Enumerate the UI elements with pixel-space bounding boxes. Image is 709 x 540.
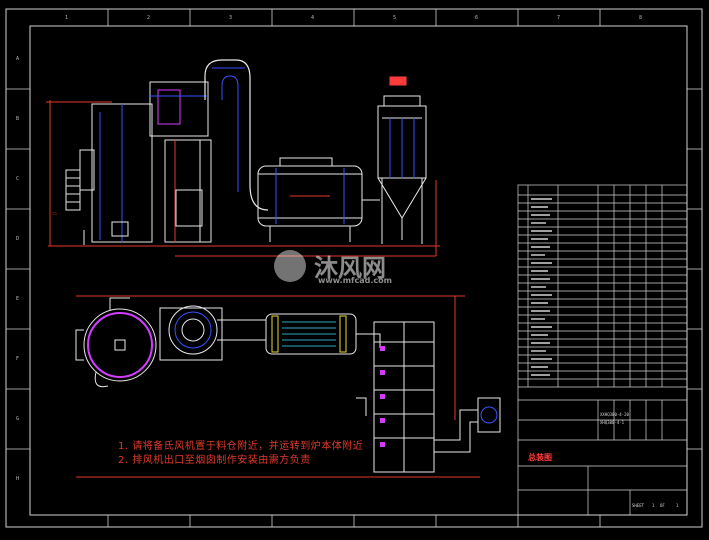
title-code-1: XXHQ300-4-20 <box>600 412 629 417</box>
watermark: 沐风网 www.mfcad.com <box>274 248 434 288</box>
watermark-logo-icon <box>274 250 306 282</box>
zone-row-c: C <box>16 176 20 182</box>
sheet-total: 1 <box>676 503 679 508</box>
zone-row-e: E <box>16 296 20 302</box>
watermark-brand: 沐风网 <box>314 254 386 282</box>
zone-col-6: 6 <box>475 15 479 21</box>
zone-row-g: G <box>16 416 20 422</box>
zone-row-b: B <box>16 116 20 122</box>
sheet-label: SHEET <box>632 503 645 508</box>
zone-col-2: 2 <box>147 15 151 21</box>
zone-ticks <box>6 9 702 527</box>
elevation-view: ▭ <box>46 59 440 257</box>
sheet-of: OF <box>660 503 665 508</box>
exhaust-fan <box>477 397 501 433</box>
bom-rows <box>518 194 687 388</box>
svg-text:▭: ▭ <box>52 211 57 217</box>
note-2: 2. 排风机出口至烟囱制作安装由需方负责 <box>118 455 311 466</box>
plan-view <box>75 295 501 478</box>
zone-col-4: 4 <box>311 15 315 21</box>
sheet-num: 1 <box>652 503 655 508</box>
riser-duct <box>204 59 269 211</box>
watermark-url: www.mfcad.com <box>318 276 392 285</box>
hood <box>149 81 209 137</box>
furnace-plan <box>83 308 157 382</box>
zone-col-1: 1 <box>65 15 69 21</box>
title-block <box>517 184 688 516</box>
zone-row-d: D <box>16 236 20 242</box>
zone-col-7: 7 <box>557 15 561 21</box>
zone-row-a: A <box>16 56 20 62</box>
zone-col-5: 5 <box>393 15 397 21</box>
zone-col-8: 8 <box>639 15 643 21</box>
note-1: 1. 请将备氏风机置于料仓附近，并运转到炉本体附近 <box>118 441 364 452</box>
zone-row-f: F <box>16 356 20 362</box>
zone-col-3: 3 <box>229 15 233 21</box>
title-code-2: XHQ300-4-1 <box>600 420 625 425</box>
zone-row-h: H <box>16 476 20 482</box>
drawing-title: 总装图 <box>528 453 552 462</box>
